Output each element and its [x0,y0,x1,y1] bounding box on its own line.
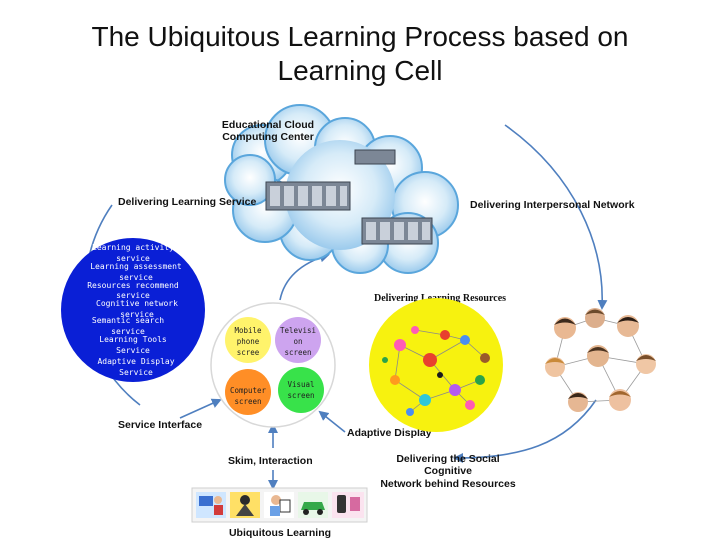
arrow-service-interface [179,398,222,419]
mobile-line-3: scree [237,348,260,357]
avatar-face-1 [554,317,576,339]
mobile-line-1: Mobile [234,326,262,335]
avatar-face-6 [636,354,656,374]
mobile-screen-bubble [225,317,271,363]
adaptive-display-label: Adaptive Display [347,427,432,439]
slide-title: The Ubiquitous Learning Process based on… [0,20,720,88]
service-line-3: service [119,273,153,282]
avatar-face-7 [568,392,588,412]
service-line-8: Semantic search [92,316,164,325]
computer-line-2: screen [234,397,261,406]
avatar-face-8 [609,389,631,411]
tv-line-1: Televisi [280,326,316,335]
computer-line-1: Computer [230,386,267,395]
skim-interaction-label: Skim, Interaction [228,455,313,467]
cloud-label-line2: Computing Center [222,131,314,143]
avatar-face-4 [545,357,565,377]
learning-resources-circle [369,298,503,432]
smartphone-icon [332,492,364,518]
tv-screen-bubble [275,317,321,363]
ubiquitous-learning-images [191,487,368,523]
interpersonal-network [545,308,656,412]
service-line-7: service [120,310,154,319]
slide-title-line1: The Ubiquitous Learning Process based on [91,21,629,52]
screens-circle: Mobile phone scree Televisi on screen Co… [210,302,336,428]
arrow-cloud-to-people [504,124,608,310]
delivering-interpersonal-network-label: Delivering Interpersonal Network [470,199,635,211]
server-racks [265,149,433,245]
delivering-learning-service-label: Delivering Learning Service [118,196,256,208]
service-line-12: Adaptive Display [97,357,174,366]
service-line-9: service [111,327,145,336]
tv-line-3: screen [284,348,311,357]
visual-line-1: Visual [287,380,314,389]
mobile-line-2: phone [237,337,260,346]
cloud-label-line1: Educational Cloud [222,119,314,131]
visual-line-2: screen [287,391,314,400]
ubiquitous-learning-label: Ubiquitous Learning [229,527,331,539]
learning-services-circle: Learning activity service Learning asses… [61,238,205,382]
mobile-learner-icon [230,492,260,518]
reader-icon [264,492,294,518]
arrow-adaptive [318,410,346,433]
visual-screen-bubble [278,367,324,413]
arrow-people-to-bottom [453,399,597,463]
social-network-label-line1: Delivering the Social [396,453,499,465]
service-line-11: Service [116,346,150,355]
service-line-1: service [116,254,150,263]
car-icon [298,492,328,518]
educational-cloud [224,104,459,274]
service-line-10: Learning Tools [99,335,167,344]
slide-title-line2: Learning Cell [277,55,443,86]
service-line-4: Resources recommend [87,281,179,290]
arrow-screens-to-cloud [279,252,330,301]
tv-line-2: on [293,337,302,346]
service-line-6: Cognitive network [96,299,178,308]
avatar-face-2 [585,308,605,328]
social-network-label-line2: Cognitive [424,465,472,477]
resource-nodes [382,326,490,416]
learner-desk-icon [196,492,226,518]
service-line-2: Learning assessment [90,262,182,271]
service-line-5: service [116,291,150,300]
computer-screen-bubble [225,369,271,415]
service-line-0: Learning activity [92,243,174,252]
service-line-13: Service [119,368,153,377]
social-network-label-line3: Network behind Resources [380,478,516,490]
avatar-face-5 [587,345,609,367]
avatar-face-3 [617,315,639,337]
service-interface-label: Service Interface [118,419,202,431]
